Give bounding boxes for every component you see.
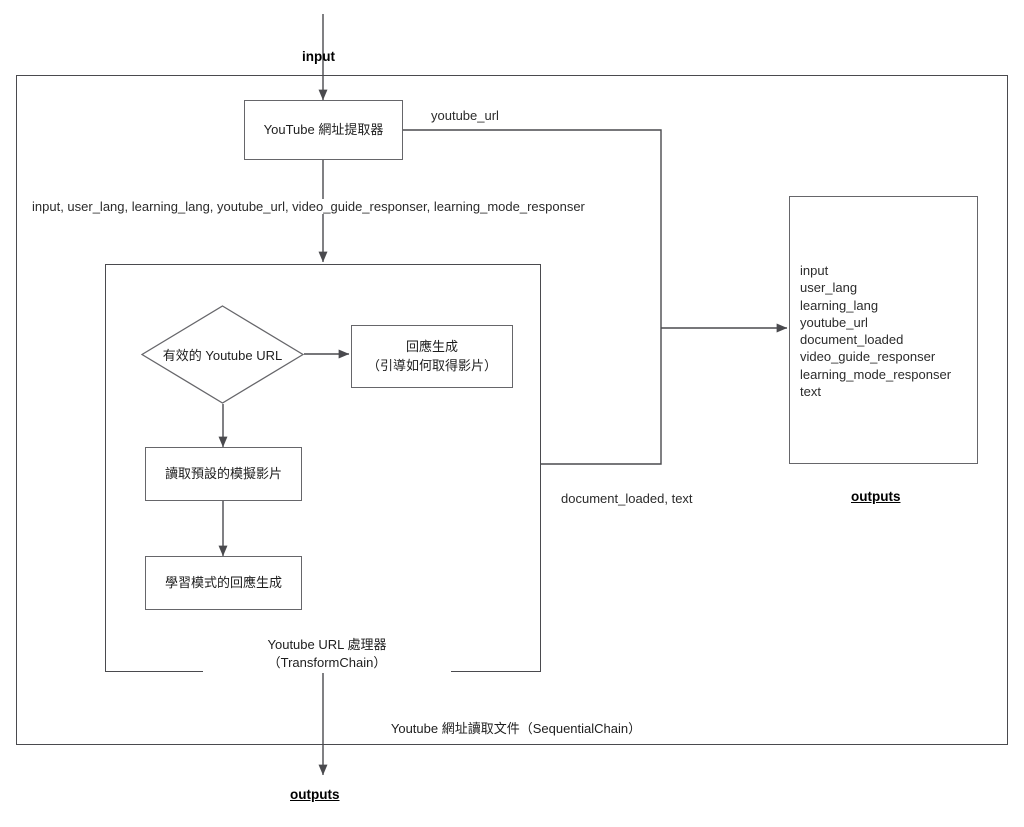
node-learning-mode-response[interactable]: 學習模式的回應生成 [145,556,302,610]
edge-label-document-loaded-text: document_loaded, text [558,491,696,506]
outputs-panel-items: input user_lang learning_lang youtube_ur… [800,263,952,399]
node-valid-youtube-url-decision-label: 有效的 Youtube URL [162,348,283,363]
outputs-panel-heading: outputs [851,489,901,504]
sequential-chain-container [16,75,1008,745]
node-response-generation-label: 回應生成 （引導如何取得影片） [366,339,497,373]
outputs-panel [789,196,978,464]
input-label: input [302,49,335,64]
node-load-mock-video-label: 讀取預設的模擬影片 [164,465,282,481]
node-load-mock-video[interactable]: 讀取預設的模擬影片 [145,447,302,501]
edge-label-youtube-url: youtube_url [428,108,502,123]
diamond-shape [140,305,305,404]
node-learning-mode-response-label: 學習模式的回應生成 [164,574,282,590]
transform-chain-caption: Youtube URL 處理器 （TransformChain） [203,636,451,673]
node-youtube-url-extractor[interactable]: YouTube 網址提取器 [244,100,403,160]
node-youtube-url-extractor-label: YouTube 網址提取器 [263,121,384,137]
node-valid-youtube-url-decision[interactable]: 有效的 Youtube URL [140,305,305,404]
node-response-generation[interactable]: 回應生成 （引導如何取得影片） [351,325,513,388]
sequential-chain-caption: Youtube 網址讀取文件（SequentialChain） [352,720,680,739]
edge-label-chain-variables: input, user_lang, learning_lang, youtube… [29,199,588,214]
outputs-label-bottom: outputs [290,787,340,802]
